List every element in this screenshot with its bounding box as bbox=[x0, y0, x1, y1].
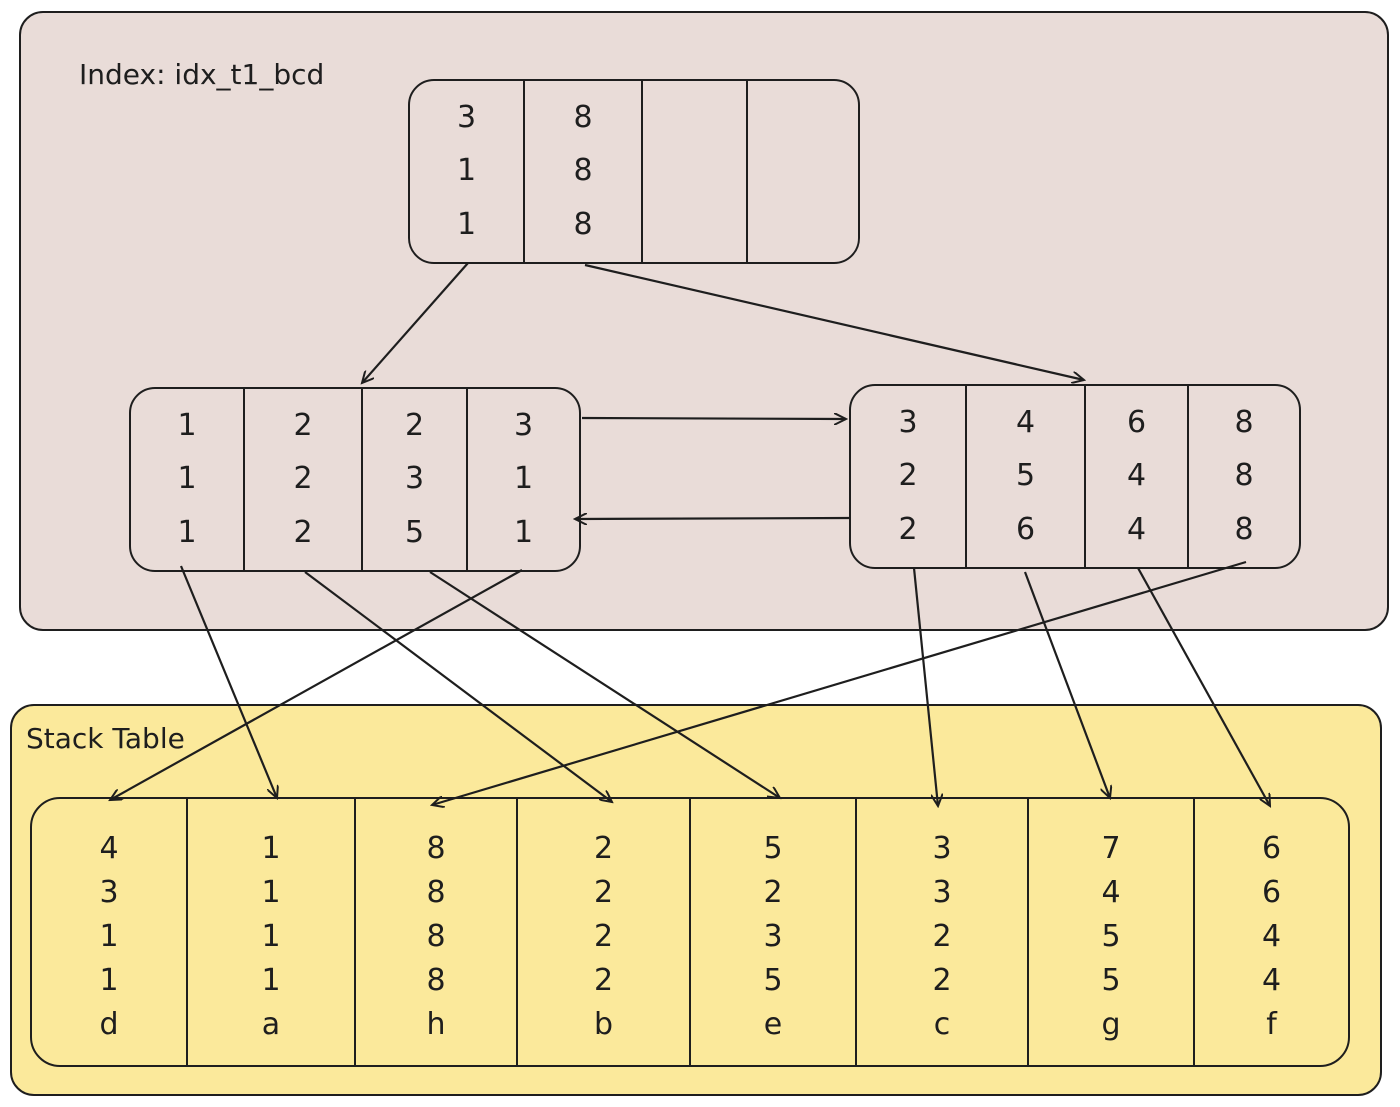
leaf-node-cell: 3 2 2 bbox=[851, 386, 967, 567]
record-value: 3 bbox=[932, 831, 952, 866]
record-value: 1 bbox=[99, 919, 119, 954]
key-value: 1 bbox=[177, 407, 197, 443]
key-value: 8 bbox=[1234, 458, 1254, 494]
key-value: 2 bbox=[898, 458, 918, 494]
key-value: 8 bbox=[1234, 512, 1254, 548]
key-value: 8 bbox=[573, 207, 593, 243]
key-value: 8 bbox=[1234, 404, 1254, 440]
key-value: 6 bbox=[1126, 404, 1147, 440]
key-value: 5 bbox=[1015, 458, 1036, 494]
table-record: 4 3 1 1 d bbox=[32, 799, 188, 1065]
record-value: 4 bbox=[1101, 875, 1121, 910]
key-value: 4 bbox=[1126, 512, 1147, 548]
record-value: 2 bbox=[932, 963, 952, 998]
leaf-node-cell: 3 1 1 bbox=[468, 389, 579, 570]
key-value: 3 bbox=[513, 407, 534, 443]
root-node-empty-cell bbox=[643, 81, 748, 262]
root-node-cell: 8 8 8 bbox=[525, 81, 643, 262]
record-value: 3 bbox=[932, 875, 952, 910]
record-value: 5 bbox=[763, 831, 783, 866]
record-value: 7 bbox=[1101, 831, 1121, 866]
table-record: 1 1 1 1 a bbox=[188, 799, 356, 1065]
table-record: 8 8 8 8 h bbox=[356, 799, 518, 1065]
record-value: 1 bbox=[261, 831, 281, 866]
table-record: 2 2 2 2 b bbox=[518, 799, 691, 1065]
record-value: 5 bbox=[763, 963, 783, 998]
record-value: 2 bbox=[593, 963, 614, 998]
key-value: 1 bbox=[456, 207, 477, 243]
key-value: 2 bbox=[404, 407, 425, 443]
key-value: 2 bbox=[293, 461, 313, 497]
key-value: 5 bbox=[404, 515, 425, 551]
key-value: 1 bbox=[513, 515, 534, 551]
leaf-node-cell: 4 5 6 bbox=[967, 386, 1086, 567]
record-value: 8 bbox=[426, 875, 446, 910]
record-value: 5 bbox=[1101, 963, 1121, 998]
key-value: 3 bbox=[456, 99, 477, 135]
key-value: 8 bbox=[573, 99, 593, 135]
root-node: 3 1 1 8 8 8 bbox=[408, 79, 860, 264]
key-value: 2 bbox=[293, 515, 313, 551]
table-record: 3 3 2 2 c bbox=[857, 799, 1029, 1065]
index-title: Index: idx_t1_bcd bbox=[79, 58, 325, 91]
record-value: 2 bbox=[932, 919, 952, 954]
record-value: 1 bbox=[261, 963, 281, 998]
record-value: 1 bbox=[99, 963, 119, 998]
record-value: g bbox=[1101, 1007, 1121, 1042]
record-value: 2 bbox=[763, 875, 783, 910]
record-value: 1 bbox=[261, 919, 281, 954]
record-value: d bbox=[99, 1007, 119, 1042]
key-value: 4 bbox=[1015, 404, 1036, 440]
key-value: 3 bbox=[898, 404, 918, 440]
record-value: 8 bbox=[426, 919, 446, 954]
record-value: e bbox=[763, 1007, 783, 1042]
record-value: 6 bbox=[1261, 831, 1282, 866]
record-value: 5 bbox=[1101, 919, 1121, 954]
record-value: a bbox=[261, 1007, 281, 1042]
record-value: 6 bbox=[1261, 875, 1282, 910]
record-value: c bbox=[933, 1007, 951, 1042]
key-value: 1 bbox=[177, 515, 197, 551]
record-value: 2 bbox=[593, 875, 614, 910]
record-value: 4 bbox=[1261, 919, 1282, 954]
record-value: 3 bbox=[99, 875, 119, 910]
record-value: 8 bbox=[426, 963, 446, 998]
key-value: 1 bbox=[456, 153, 477, 189]
leaf-node-cell: 1 1 1 bbox=[131, 389, 245, 570]
key-value: 1 bbox=[177, 461, 197, 497]
record-value: b bbox=[593, 1007, 614, 1042]
stack-table-title: Stack Table bbox=[26, 722, 185, 755]
root-node-cell: 3 1 1 bbox=[410, 81, 525, 262]
key-value: 3 bbox=[404, 461, 425, 497]
record-value: h bbox=[426, 1007, 446, 1042]
key-value: 1 bbox=[513, 461, 534, 497]
record-value: 1 bbox=[261, 875, 281, 910]
leaf-node-right: 3 2 2 4 5 6 6 4 4 8 8 8 bbox=[849, 384, 1301, 569]
record-value: 8 bbox=[426, 831, 446, 866]
record-value: 4 bbox=[99, 831, 119, 866]
record-value: 4 bbox=[1261, 963, 1282, 998]
leaf-node-cell: 6 4 4 bbox=[1086, 386, 1189, 567]
record-value: 2 bbox=[593, 831, 614, 866]
key-value: 8 bbox=[573, 153, 593, 189]
table-record: 7 4 5 5 g bbox=[1029, 799, 1195, 1065]
record-value: 3 bbox=[763, 919, 783, 954]
leaf-node-cell: 2 2 2 bbox=[245, 389, 363, 570]
table-record: 6 6 4 4 f bbox=[1195, 799, 1348, 1065]
key-value: 4 bbox=[1126, 458, 1147, 494]
root-node-empty-cell bbox=[748, 81, 858, 262]
stack-table-row: 4 3 1 1 d 1 1 1 1 a 8 8 8 8 h 2 2 2 2 b … bbox=[30, 797, 1350, 1067]
key-value: 2 bbox=[898, 512, 918, 548]
leaf-node-left: 1 1 1 2 2 2 2 3 5 3 1 1 bbox=[129, 387, 581, 572]
leaf-node-cell: 2 3 5 bbox=[363, 389, 468, 570]
record-value: f bbox=[1266, 1007, 1277, 1042]
record-value: 2 bbox=[593, 919, 614, 954]
leaf-node-cell: 8 8 8 bbox=[1189, 386, 1299, 567]
key-value: 6 bbox=[1015, 512, 1036, 548]
table-record: 5 2 3 5 e bbox=[691, 799, 857, 1065]
key-value: 2 bbox=[293, 407, 313, 443]
